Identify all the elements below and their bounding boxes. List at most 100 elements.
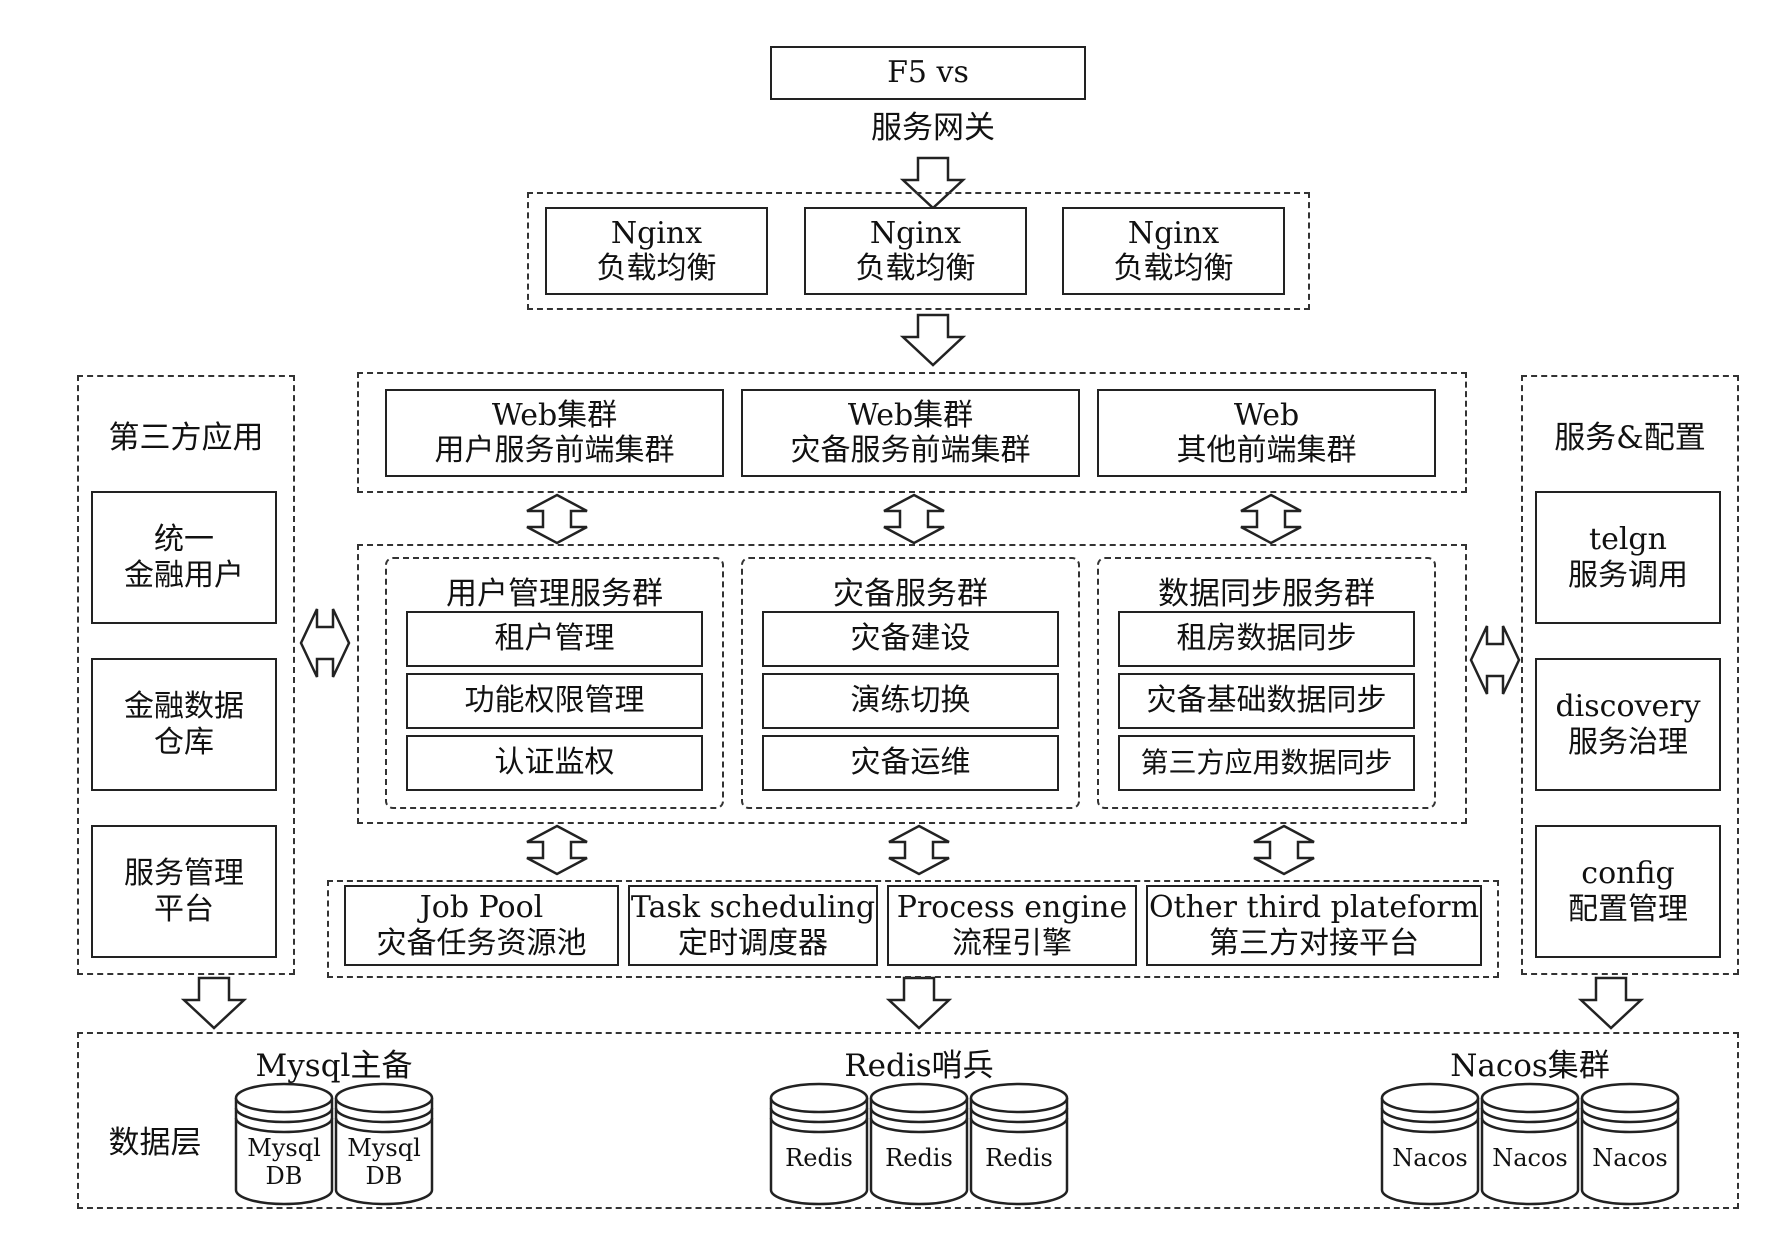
- service-item: 租户管理: [406, 611, 703, 667]
- service-config-item-line: discovery: [1555, 689, 1701, 725]
- service-item-label: 灾备建设: [850, 621, 971, 657]
- service-item: 租房数据同步: [1118, 611, 1415, 667]
- double-arrow-right: [1469, 624, 1521, 696]
- db-label-line: Nacos: [1392, 1144, 1468, 1172]
- double-arrow-web-3: [1239, 493, 1303, 545]
- service-config-item-3: config 配置管理: [1535, 825, 1721, 958]
- service-item: 功能权限管理: [406, 673, 703, 729]
- web-cluster-box-1: Web集群 用户服务前端集群: [385, 389, 724, 477]
- db-label-line: DB: [365, 1161, 403, 1190]
- down-arrow-mid-data: [887, 976, 951, 1030]
- service-item-label: 租房数据同步: [1176, 621, 1357, 657]
- nginx-desc: 负载均衡: [855, 251, 976, 286]
- data-group-title: Redis哨兵: [844, 1048, 994, 1084]
- data-group-title: Nacos集群: [1450, 1048, 1610, 1084]
- service-layer: [357, 544, 1467, 824]
- db-label-line: Redis: [885, 1144, 953, 1172]
- gateway-box-label: F5 vs: [887, 55, 969, 91]
- platform-title: Process engine: [896, 890, 1128, 926]
- web-cluster-box-3: Web 其他前端集群: [1097, 389, 1436, 477]
- service-config-item-line: 配置管理: [1568, 891, 1688, 927]
- service-group-title: 数据同步服务群: [1158, 576, 1375, 612]
- gateway-box: F5 vs: [770, 46, 1086, 100]
- platform-desc: 流程引擎: [952, 925, 1072, 961]
- platform-desc: 第三方对接平台: [1209, 925, 1419, 961]
- down-arrow-right-data: [1579, 976, 1643, 1030]
- third-party-item-2: 金融数据 仓库: [91, 658, 277, 791]
- service-config-group: [1521, 375, 1739, 975]
- third-party-item-line: 服务管理: [124, 856, 244, 892]
- service-item-label: 功能权限管理: [464, 683, 645, 719]
- service-item: 灾备运维: [762, 735, 1059, 791]
- third-party-item-1: 统一 金融用户: [91, 491, 277, 624]
- platform-desc: 灾备任务资源池: [376, 925, 587, 961]
- third-party-group: [77, 375, 295, 975]
- down-arrow-nginx: [901, 313, 965, 367]
- service-config-item-line: 服务治理: [1568, 724, 1688, 760]
- nginx-box-1: Nginx 负载均衡: [545, 207, 768, 295]
- web-cluster-group: [357, 372, 1467, 493]
- data-layer-group: [77, 1032, 1739, 1209]
- platform-title: Other third plateform: [1148, 890, 1480, 926]
- db-label-line: Mysql: [247, 1134, 321, 1162]
- service-item-label: 认证监权: [494, 745, 615, 781]
- service-config-item-2: discovery 服务治理: [1535, 658, 1721, 791]
- nginx-desc: 负载均衡: [596, 251, 717, 286]
- platform-title: Task scheduling: [630, 890, 876, 926]
- web-cluster-title: Web集群: [847, 397, 974, 433]
- db-label: Mysql DB: [236, 1134, 332, 1190]
- double-arrow-platform-1: [525, 824, 589, 876]
- service-config-title: 服务&配置: [1554, 420, 1706, 456]
- service-item-label: 演练切换: [850, 683, 971, 719]
- double-arrow-platform-2: [887, 824, 951, 876]
- service-item: 第三方应用数据同步: [1118, 735, 1415, 791]
- web-cluster-title: Web集群: [491, 397, 618, 433]
- nginx-title: Nginx: [1127, 215, 1220, 251]
- third-party-title: 第三方应用: [108, 420, 264, 456]
- nginx-desc: 负载均衡: [1113, 251, 1234, 286]
- service-config-item-1: telgn 服务调用: [1535, 491, 1721, 624]
- gateway-label: 服务网关: [871, 110, 995, 146]
- service-group-title: 用户管理服务群: [446, 576, 663, 612]
- double-arrow-web-2: [882, 493, 946, 545]
- db-label: Mysql DB: [336, 1134, 432, 1190]
- service-config-item-line: 服务调用: [1568, 557, 1688, 593]
- db-label-line: Mysql: [347, 1134, 421, 1162]
- platform-box-process-engine: Process engine 流程引擎: [887, 885, 1137, 966]
- platform-box-job-pool: Job Pool 灾备任务资源池: [344, 885, 619, 966]
- service-item-label: 第三方应用数据同步: [1140, 746, 1393, 780]
- nginx-box-2: Nginx 负载均衡: [804, 207, 1027, 295]
- nginx-box-3: Nginx 负载均衡: [1062, 207, 1285, 295]
- platform-desc: 定时调度器: [678, 925, 828, 961]
- platform-box-task-scheduling: Task scheduling 定时调度器: [628, 885, 878, 966]
- platform-box-other-third: Other third plateform 第三方对接平台: [1146, 885, 1482, 966]
- service-group-user: [385, 557, 724, 809]
- down-arrow-left-data: [182, 976, 246, 1030]
- platform-group: [327, 880, 1499, 978]
- web-cluster-title: Web: [1233, 397, 1300, 433]
- db-label-line: Redis: [785, 1144, 853, 1172]
- service-item: 灾备基础数据同步: [1118, 673, 1415, 729]
- db-label: Redis: [871, 1144, 967, 1173]
- db-label: Nacos: [1382, 1144, 1478, 1173]
- db-label: Nacos: [1482, 1144, 1578, 1173]
- web-cluster-desc: 其他前端集群: [1176, 433, 1357, 468]
- third-party-item-line: 平台: [154, 891, 214, 927]
- platform-title: Job Pool: [419, 890, 544, 926]
- db-label: Redis: [771, 1144, 867, 1173]
- third-party-item-line: 金融用户: [124, 557, 244, 593]
- db-label-line: Nacos: [1592, 1144, 1668, 1172]
- db-label-line: DB: [265, 1161, 303, 1190]
- service-group-sync: [1097, 557, 1436, 809]
- service-config-item-line: config: [1581, 856, 1675, 892]
- service-group-title: 灾备服务群: [833, 576, 988, 612]
- db-label-line: Redis: [985, 1144, 1053, 1172]
- double-arrow-platform-3: [1252, 824, 1316, 876]
- web-cluster-desc: 用户服务前端集群: [434, 433, 675, 468]
- service-item-label: 租户管理: [494, 621, 615, 657]
- web-cluster-box-2: Web集群 灾备服务前端集群: [741, 389, 1080, 477]
- service-item-label: 灾备基础数据同步: [1146, 683, 1387, 719]
- web-cluster-desc: 灾备服务前端集群: [790, 433, 1031, 468]
- third-party-item-line: 金融数据: [124, 689, 244, 725]
- third-party-item-line: 统一: [154, 522, 214, 558]
